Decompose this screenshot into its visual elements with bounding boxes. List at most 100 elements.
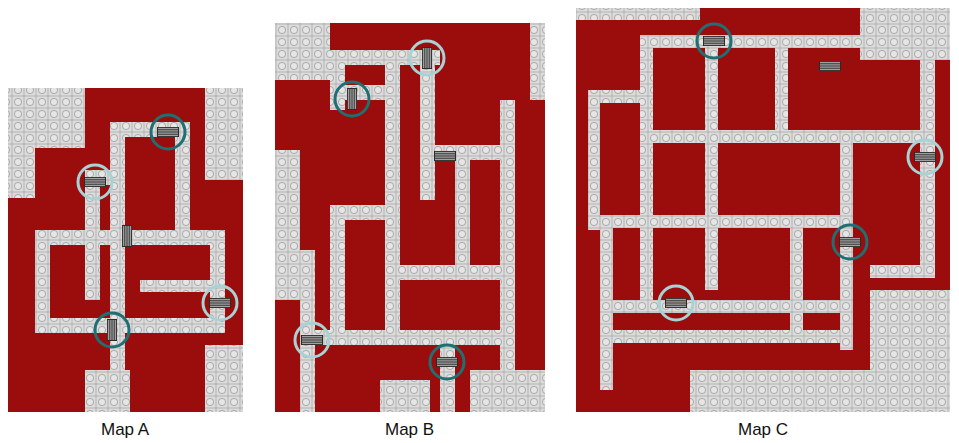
- ladder-icon: [347, 88, 357, 110]
- ladder-rung: [704, 39, 724, 40]
- ladder-rung: [85, 185, 105, 186]
- ladder-rung: [915, 155, 935, 156]
- floor-tiles: [870, 265, 935, 278]
- ladder-rung: [820, 67, 840, 68]
- obstacle-marker: [78, 165, 112, 199]
- map-caption: Map A: [101, 420, 149, 440]
- floor-tiles: [385, 50, 400, 345]
- map-caption: Map C: [738, 420, 788, 440]
- ladder-rung: [437, 358, 457, 359]
- ladder-icon: [819, 61, 841, 71]
- floor-tiles: [330, 205, 345, 345]
- floor-tiles: [300, 250, 315, 412]
- ladder-rung: [112, 320, 113, 340]
- ladder-rung: [820, 69, 840, 70]
- highlight-circle: [335, 82, 369, 116]
- obstacle-marker: [410, 41, 444, 75]
- ladder-rung: [123, 226, 124, 246]
- ladder-rung: [704, 41, 724, 42]
- floor-tiles: [705, 35, 718, 290]
- map: [576, 8, 950, 412]
- floor-tiles: [530, 23, 545, 100]
- ladder-rung: [85, 180, 105, 181]
- ladder-rung: [128, 226, 129, 246]
- obstacle-marker: [335, 82, 369, 116]
- floor-tiles: [275, 23, 330, 80]
- ladder-rung: [435, 156, 455, 157]
- ladder-rung: [85, 182, 105, 183]
- ladder-rung: [437, 363, 457, 364]
- ladder-rung: [666, 299, 686, 300]
- floor-tiles: [576, 8, 700, 20]
- floor-tiles: [345, 205, 400, 220]
- ladder-icon: [107, 319, 117, 341]
- ladder-rung: [110, 320, 111, 340]
- obstacle-marker: [430, 345, 464, 379]
- ladder-icon: [436, 357, 458, 367]
- floor-tiles: [640, 35, 880, 48]
- ladder-rung: [113, 320, 114, 340]
- floor-tiles: [860, 8, 950, 60]
- floor-tiles: [140, 280, 210, 292]
- ladder-rung: [915, 157, 935, 158]
- obstacle-marker: [151, 115, 185, 149]
- ladder-rung: [430, 48, 431, 68]
- ladder-icon: [122, 225, 132, 247]
- highlight-circle: [151, 115, 185, 149]
- floor-tiles: [790, 228, 803, 330]
- ladder-rung: [125, 226, 126, 246]
- floor-tiles: [35, 230, 50, 330]
- ladder-icon: [301, 335, 323, 345]
- wall-area: [8, 88, 243, 412]
- ladder-rung: [85, 178, 105, 179]
- ladder-icon: [914, 152, 936, 162]
- ladder-rung: [704, 37, 724, 38]
- floor-tiles: [205, 345, 243, 412]
- ladder-rung: [210, 301, 230, 302]
- ladder-icon: [434, 151, 456, 161]
- floor-tiles: [210, 230, 225, 330]
- ladder-rung: [115, 320, 116, 340]
- ladder-icon: [665, 298, 687, 308]
- highlight-circle: [203, 286, 237, 320]
- ladder-rung: [302, 340, 322, 341]
- ladder-rung: [437, 365, 457, 366]
- ladder-rung: [427, 48, 428, 68]
- ladder-rung: [353, 89, 354, 109]
- floor-tiles: [775, 48, 788, 140]
- obstacle-marker: [833, 225, 867, 259]
- ladder-rung: [915, 158, 935, 159]
- ladder-rung: [158, 133, 178, 134]
- ladder-rung: [210, 304, 230, 305]
- floor-tiles: [920, 60, 935, 270]
- ladder-rung: [666, 303, 686, 304]
- ladder-rung: [915, 160, 935, 161]
- floor-tiles: [330, 50, 345, 110]
- ladder-rung: [820, 64, 840, 65]
- obstacle-marker: [203, 286, 237, 320]
- wall-area: [576, 8, 950, 412]
- ladder-rung: [666, 306, 686, 307]
- ladder-rung: [302, 338, 322, 339]
- floor-tiles: [640, 35, 653, 300]
- ladder-rung: [437, 360, 457, 361]
- ladder-icon: [422, 47, 432, 69]
- obstacle-marker: [95, 313, 129, 347]
- wall-area: [275, 23, 545, 412]
- map: [275, 23, 545, 412]
- ladder-rung: [435, 154, 455, 155]
- obstacle-marker: [434, 151, 456, 161]
- ladder-rung: [435, 159, 455, 160]
- ladder-rung: [130, 226, 131, 246]
- floor-tiles: [85, 370, 130, 412]
- ladder-rung: [704, 44, 724, 45]
- ladder-rung: [108, 320, 109, 340]
- ladder-rung: [820, 66, 840, 67]
- ladder-rung: [840, 243, 860, 244]
- ladder-rung: [425, 48, 426, 68]
- ladder-rung: [210, 303, 230, 304]
- ladder-rung: [158, 128, 178, 129]
- floor-tiles: [470, 370, 545, 412]
- floor-tiles: [8, 88, 35, 198]
